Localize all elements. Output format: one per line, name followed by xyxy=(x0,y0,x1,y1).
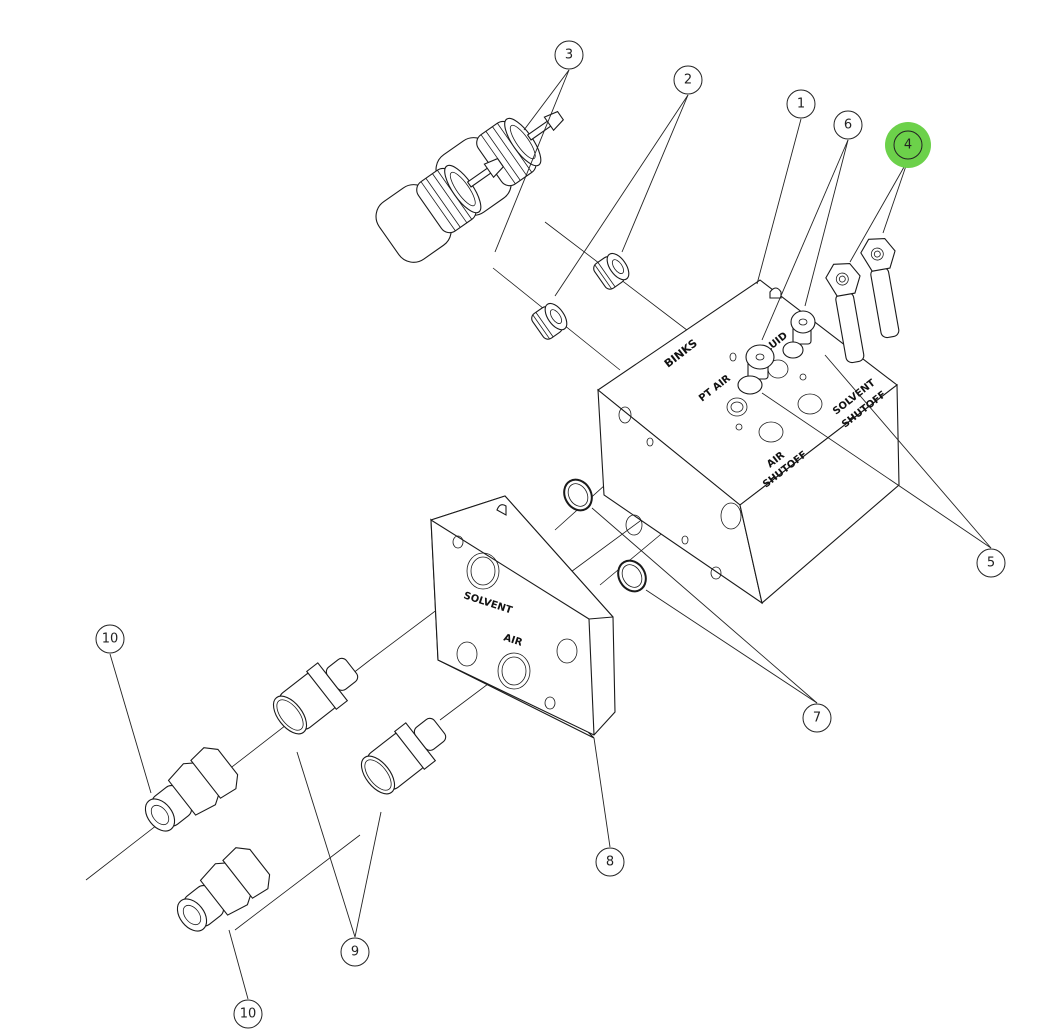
svg-text:5: 5 xyxy=(987,556,995,571)
callout-2[interactable]: 2 xyxy=(673,65,703,95)
svg-text:7: 7 xyxy=(813,711,821,726)
adapter-plate: SOLVENT AIR xyxy=(430,495,616,739)
part-6-valves xyxy=(737,310,816,395)
callout-balloons: 1 2 3 4 5 6 7 8 xyxy=(95,40,1006,1029)
callout-5[interactable]: 5 xyxy=(976,548,1006,578)
callout-9[interactable]: 9 xyxy=(340,937,370,967)
part-10-nuts xyxy=(144,747,271,932)
svg-text:10: 10 xyxy=(102,632,119,647)
callout-4[interactable]: 4 xyxy=(893,130,923,160)
callout-8[interactable]: 8 xyxy=(595,847,625,877)
svg-text:4: 4 xyxy=(904,138,912,153)
svg-text:1: 1 xyxy=(797,97,805,112)
callout-7[interactable]: 7 xyxy=(802,703,832,733)
leader-lines xyxy=(109,69,992,1000)
part-2-seals xyxy=(531,252,630,340)
svg-text:2: 2 xyxy=(684,73,692,88)
callout-6[interactable]: 6 xyxy=(833,110,863,140)
svg-text:6: 6 xyxy=(844,118,852,133)
part-7-o-rings xyxy=(563,478,647,593)
svg-text:10: 10 xyxy=(240,1007,257,1022)
callout-10-upper[interactable]: 10 xyxy=(95,624,125,654)
callout-10-lower[interactable]: 10 xyxy=(233,999,263,1029)
svg-text:9: 9 xyxy=(351,945,359,960)
callout-3[interactable]: 3 xyxy=(554,40,584,70)
svg-text:8: 8 xyxy=(606,855,614,870)
part-9-connectors xyxy=(272,657,447,795)
svg-text:3: 3 xyxy=(565,48,573,63)
part-4-fittings xyxy=(825,237,900,364)
part-3-cartridges xyxy=(375,110,565,263)
callout-4-highlight xyxy=(885,122,931,168)
callout-1[interactable]: 1 xyxy=(786,89,816,119)
